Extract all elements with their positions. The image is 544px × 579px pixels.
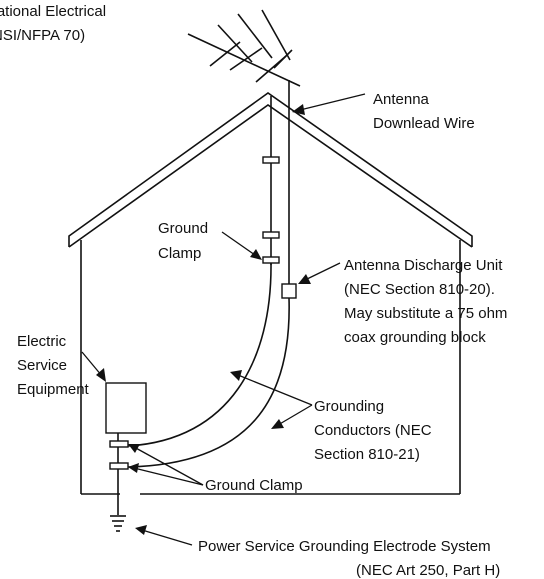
leader-downlead: [299, 93, 366, 111]
label-ground: Ground: [158, 220, 208, 237]
antenna-element: [261, 9, 291, 61]
earth-ground-symbol: [110, 515, 126, 532]
leader-discharge-unit: [304, 262, 341, 281]
leader-ground-clamp-top: [221, 231, 256, 256]
arrow-downlead: [292, 104, 305, 115]
antenna-element: [229, 47, 263, 71]
antenna-element: [273, 49, 293, 69]
leader-grounding-conductor-2: [277, 404, 313, 426]
label-power-service: Power Service Grounding Electrode System: [198, 538, 491, 555]
roof-outer: [68, 104, 473, 248]
leader-ground-clamp-bottom-2: [133, 467, 204, 486]
arrow-electric-service: [96, 368, 106, 382]
house-roof: [68, 92, 473, 495]
arrow-grounding-conductor-1: [230, 370, 242, 381]
label-grounding: Grounding: [314, 398, 384, 415]
mast-standoff: [262, 156, 280, 164]
leader-grounding-conductor-1: [237, 374, 313, 406]
ground-clamp-lower: [109, 462, 129, 470]
leader-electric-service: [81, 351, 103, 377]
antenna-element: [237, 13, 273, 59]
arrow-ground-clamp-top: [250, 249, 262, 260]
label-conductors: Conductors (NEC: [314, 422, 432, 439]
label-antenna: Antenna: [373, 91, 430, 108]
label-downlead-wire: Downlead Wire: [373, 115, 475, 132]
arrow-grounding-conductor-2: [271, 419, 284, 429]
grounding-conductor-outer: [127, 262, 272, 447]
label-section-810-21: Section 810-21): [314, 446, 420, 463]
ground-clamp-top: [262, 256, 280, 264]
label-clamp: Clamp: [158, 245, 201, 262]
label-discharge-unit-4: coax grounding block: [344, 329, 486, 346]
label-equipment: Equipment: [17, 381, 90, 398]
label-service: Service: [17, 357, 67, 374]
label-ground-clamp-bottom: Ground Clamp: [205, 477, 303, 494]
label-discharge-unit-2: (NEC Section 810-20).: [344, 281, 495, 298]
arrow-ground-clamp-bottom-2: [128, 463, 139, 473]
header-line-1: National Electrical: [0, 3, 106, 20]
label-discharge-unit-1: Antenna Discharge Unit: [344, 257, 503, 274]
label-electric: Electric: [17, 333, 67, 350]
antenna-element: [217, 24, 253, 63]
electric-service-equipment: [105, 382, 147, 434]
antenna: [187, 9, 301, 87]
label-nec-art-250: (NEC Art 250, Part H): [356, 562, 500, 579]
ground-clamp-lower: [109, 440, 129, 448]
grounding-conductor-inner: [127, 297, 290, 468]
roof-ridge: [68, 92, 473, 247]
antenna-element: [209, 41, 241, 67]
header-line-2: NSI/NFPA 70): [0, 27, 85, 44]
leader-ground-clamp-bottom-1: [133, 446, 204, 486]
leader-lines: [81, 93, 366, 546]
leader-power-service: [141, 529, 193, 546]
arrow-power-service: [135, 525, 147, 535]
arrow-ground-clamp-bottom-1: [128, 444, 140, 453]
arrow-discharge-unit: [298, 274, 311, 284]
label-discharge-unit-3: May substitute a 75 ohm: [344, 305, 507, 322]
mast-standoff: [262, 231, 280, 239]
antenna-discharge-unit: [281, 283, 297, 299]
